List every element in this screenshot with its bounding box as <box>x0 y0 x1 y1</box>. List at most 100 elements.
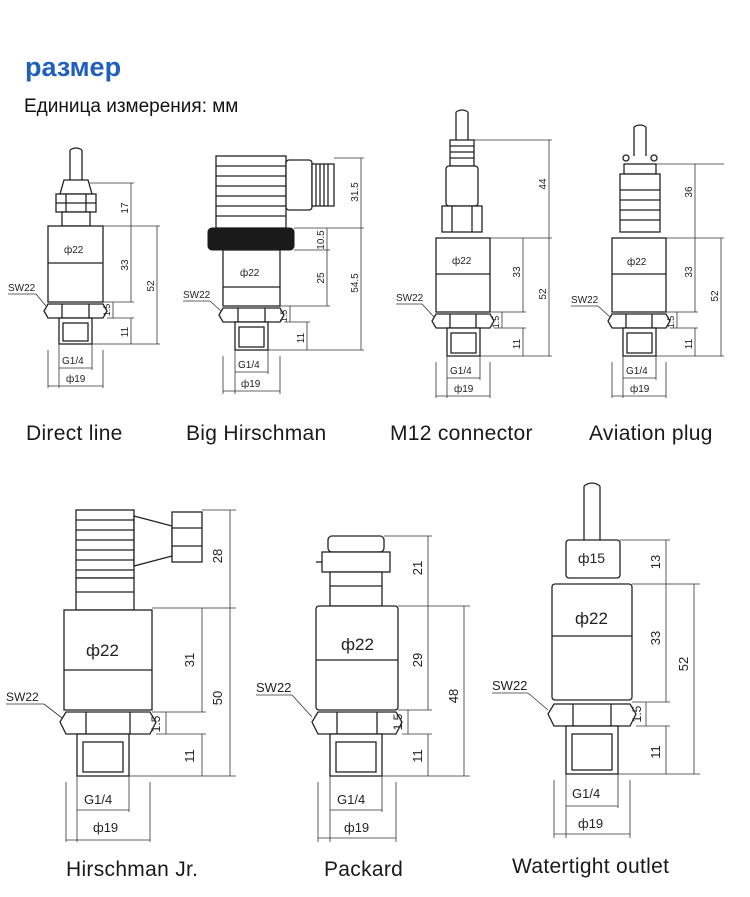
thread <box>565 725 619 775</box>
svg-text:ф22: ф22 <box>452 255 472 267</box>
svg-text:ф19: ф19 <box>93 820 118 835</box>
svg-text:1.5: 1.5 <box>491 316 501 329</box>
connector-housing <box>445 165 479 207</box>
svg-text:50: 50 <box>210 691 225 705</box>
svg-text:SW22: SW22 <box>256 680 291 695</box>
svg-text:G1/4: G1/4 <box>572 786 600 801</box>
svg-text:ф19: ф19 <box>454 383 474 395</box>
sensor-hirschman-jr: ф22 28 31 50 1.5 11 SW22 G1/4 ф19 <box>6 509 236 842</box>
svg-text:33: 33 <box>684 266 695 278</box>
svg-text:ф22: ф22 <box>240 267 260 279</box>
svg-text:33: 33 <box>512 266 523 278</box>
caption-m12-connector: M12 connector <box>390 422 533 445</box>
svg-text:13: 13 <box>648 555 663 569</box>
svg-text:1.5: 1.5 <box>391 713 405 730</box>
sensor-direct-line: ф22 17 33 52 1.5 11 SW22 G1/4 ф19 <box>8 147 160 388</box>
sensor-body <box>222 249 281 307</box>
sensor-body <box>315 605 399 711</box>
thread <box>622 327 657 357</box>
sensor-big-hirschman: ф22 31.5 10.5 25 54.5 1.5 11 SW22 G1/4 <box>183 155 364 394</box>
svg-text:31.5: 31.5 <box>350 182 361 202</box>
svg-text:ф15: ф15 <box>578 550 605 566</box>
svg-text:11: 11 <box>296 332 307 343</box>
svg-text:SW22: SW22 <box>571 295 599 306</box>
svg-text:28: 28 <box>210 549 225 563</box>
svg-text:33: 33 <box>648 631 663 645</box>
svg-text:52: 52 <box>538 288 549 300</box>
thread <box>329 733 383 777</box>
svg-text:SW22: SW22 <box>6 690 39 704</box>
cable-strain-relief <box>449 139 475 167</box>
sensor-aviation-plug: ф22 36 33 52 1.5 11 SW22 G1/4 ф19 <box>571 124 724 398</box>
hex-nut <box>547 703 637 727</box>
connector-housing <box>215 155 287 229</box>
caption-watertight-outlet: Watertight outlet <box>512 855 670 878</box>
packard-connector <box>321 551 391 573</box>
svg-text:ф22: ф22 <box>575 609 608 628</box>
caption-big-hirschman: Big Hirschman <box>186 422 327 445</box>
packard-cap <box>327 535 385 553</box>
svg-text:52: 52 <box>710 290 721 302</box>
svg-text:G1/4: G1/4 <box>238 360 260 371</box>
caption-packard: Packard <box>324 858 404 881</box>
svg-text:SW22: SW22 <box>396 293 424 304</box>
svg-text:1.5: 1.5 <box>279 310 289 323</box>
sensor-body <box>551 583 633 701</box>
svg-text:25: 25 <box>316 272 327 284</box>
svg-text:ф19: ф19 <box>630 383 650 395</box>
thread <box>76 733 130 777</box>
hex-nut <box>43 303 108 319</box>
svg-text:ф19: ф19 <box>344 820 369 835</box>
watertight-cap <box>565 539 621 579</box>
svg-text:1.5: 1.5 <box>102 304 112 317</box>
svg-text:33: 33 <box>120 259 131 271</box>
svg-text:48: 48 <box>446 689 461 703</box>
plug-cap <box>623 163 657 175</box>
svg-text:21: 21 <box>410 561 425 575</box>
thread <box>446 327 481 357</box>
svg-text:ф19: ф19 <box>578 816 603 831</box>
svg-text:10.5: 10.5 <box>316 230 327 250</box>
plug-body <box>619 173 661 233</box>
thread <box>234 321 269 351</box>
diameter-label: ф22 <box>64 244 84 256</box>
svg-text:11: 11 <box>648 745 663 759</box>
svg-text:1.5: 1.5 <box>666 316 676 329</box>
svg-text:11: 11 <box>512 338 523 349</box>
cable-gland <box>59 179 93 195</box>
svg-text:SW22: SW22 <box>492 678 527 693</box>
connector-nut <box>171 511 203 563</box>
hex-nut <box>311 711 403 735</box>
svg-text:1.5: 1.5 <box>149 715 163 732</box>
page-title: размер <box>25 52 122 82</box>
sw-label: SW22 <box>8 283 36 294</box>
thread-label: G1/4 <box>62 356 84 367</box>
unit-subtitle: Единица измерения: мм <box>24 96 239 117</box>
svg-text:17: 17 <box>120 202 131 214</box>
sensor-body <box>611 237 667 313</box>
sensor-m12-connector: ф22 44 33 52 1.5 11 SW22 G1/4 ф19 <box>396 109 552 398</box>
hex-nut <box>431 313 495 329</box>
thread <box>58 317 93 345</box>
svg-text:ф22: ф22 <box>341 635 374 654</box>
svg-text:1.5: 1.5 <box>630 705 644 722</box>
svg-text:G1/4: G1/4 <box>84 792 112 807</box>
svg-text:52: 52 <box>146 280 157 292</box>
sensor-body <box>63 609 153 711</box>
caption-hirschman-jr: Hirschman Jr. <box>66 858 199 881</box>
knurled-ring <box>207 227 295 251</box>
hex-nut <box>218 307 285 323</box>
svg-text:11: 11 <box>182 749 197 763</box>
svg-text:G1/4: G1/4 <box>337 792 365 807</box>
svg-text:31: 31 <box>182 653 197 667</box>
sensor-packard: ф22 21 29 48 1.5 11 SW22 G1/4 ф19 <box>256 535 470 842</box>
hex-nut <box>607 313 671 329</box>
sensor-body <box>47 225 104 303</box>
caption-direct-line: Direct line <box>26 422 123 445</box>
base-label: ф19 <box>66 373 86 385</box>
svg-text:ф19: ф19 <box>241 378 261 390</box>
svg-text:11: 11 <box>410 749 425 763</box>
hex-nut <box>59 711 157 735</box>
svg-text:SW22: SW22 <box>183 290 211 301</box>
